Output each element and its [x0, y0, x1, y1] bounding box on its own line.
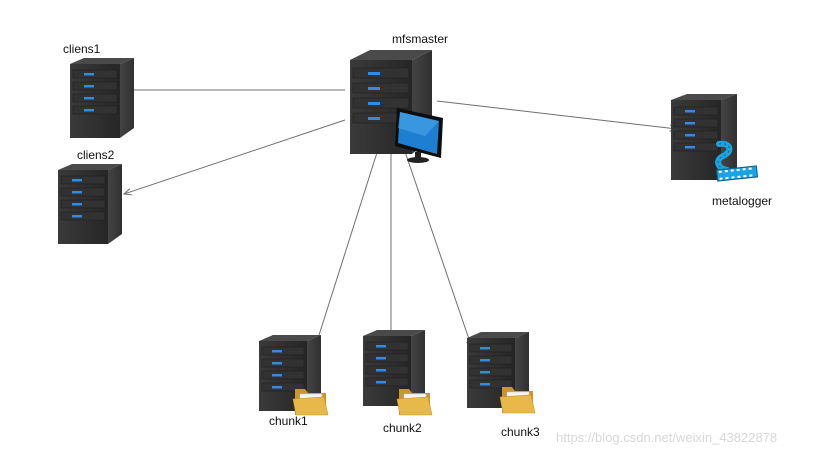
folder-icon: [499, 387, 536, 414]
edge-mfsmaster-chunk3: [400, 139, 472, 348]
monitor-icon: [395, 108, 443, 163]
edge-mfsmaster-cliens2: [124, 119, 346, 194]
folder-icon: [292, 389, 329, 416]
server-with-filmstrip-icon: [671, 94, 737, 180]
edge-mfsmaster-metalogger: [436, 100, 677, 129]
node-label-chunk2: chunk2: [383, 421, 422, 435]
node-label-metalogger: metalogger: [712, 194, 773, 208]
edges: [122, 90, 677, 354]
node-label-mfsmaster: mfsmaster: [392, 32, 449, 46]
node-label-chunk1: chunk1: [269, 414, 308, 428]
node-label-cliens1: cliens1: [63, 42, 101, 56]
edge-mfsmaster-chunk1: [313, 139, 382, 354]
filmstrip-icon: [715, 140, 759, 182]
watermark: https://blog.csdn.net/weixin_43822878: [556, 430, 778, 445]
server-icon: [58, 164, 122, 244]
node-label-chunk3: chunk3: [501, 425, 540, 439]
server-with-folder-icon: [259, 335, 321, 411]
server-icon: [70, 58, 134, 138]
folder-icon: [396, 389, 433, 416]
node-label-cliens2: cliens2: [77, 148, 115, 162]
